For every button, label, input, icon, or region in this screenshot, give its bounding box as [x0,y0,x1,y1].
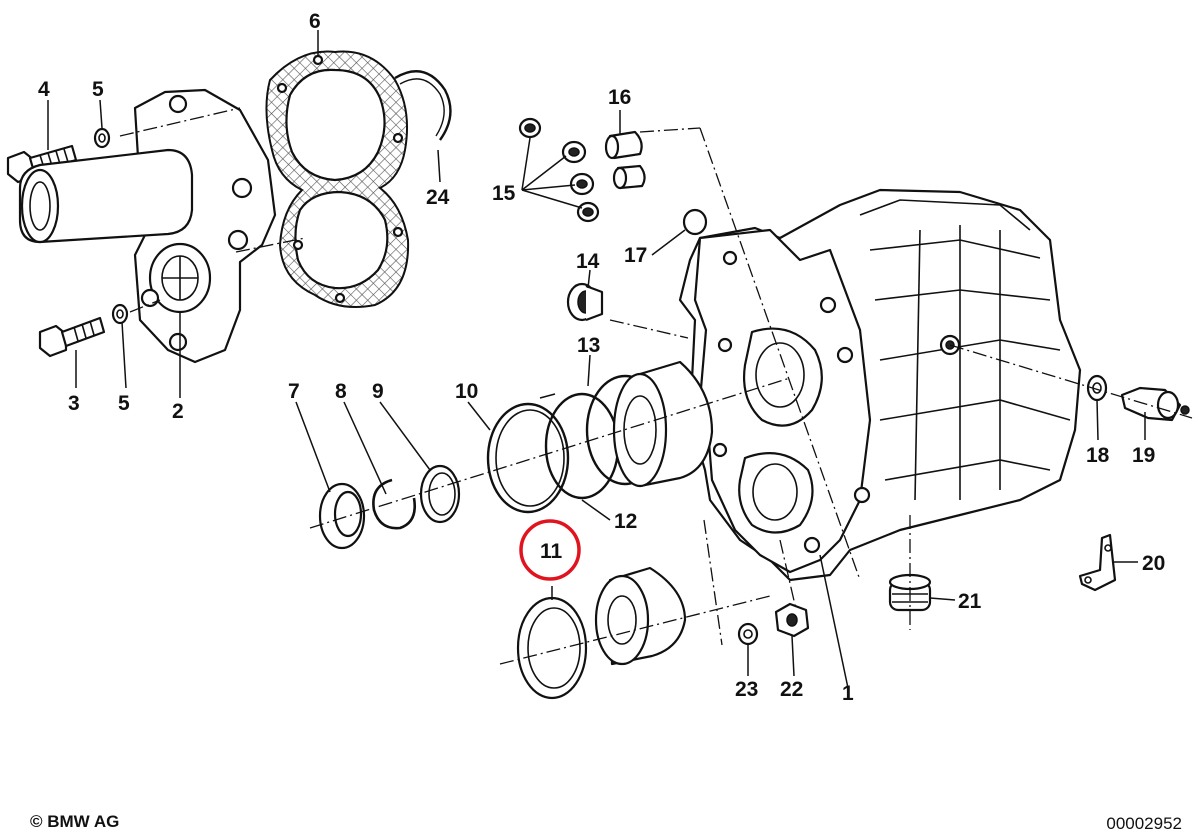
breather-part-14 [566,282,604,322]
gasket-part-6 [265,50,410,308]
cover-housing-part-2 [18,88,277,364]
highlight-circle-part-11 [519,519,581,581]
ball-bearing-lower [594,566,687,666]
label-part-24: 24 [426,186,450,209]
switch-part-19 [1120,386,1190,422]
bracket-part-20 [1078,533,1117,592]
plug-part-17 [682,208,708,236]
label-part-14: 14 [576,250,600,273]
label-part-2: 2 [172,400,184,423]
snap-ring-part-12 [544,392,620,500]
label-part-4: 4 [38,78,50,101]
label-part-6: 6 [309,10,321,33]
label-part-13: 13 [577,334,600,357]
label-part-15: 15 [492,182,516,205]
center-axes [119,107,1193,665]
washer-part-5-upper [93,127,111,149]
label-part-12: 12 [614,510,637,533]
label-part-3: 3 [68,392,80,415]
label-part-11: 11 [540,540,563,563]
bolt-part-3 [38,316,106,358]
label-part-1: 1 [842,682,854,705]
label-part-5-upper: 5 [92,78,104,101]
transmission-housing-part-1 [678,188,1082,582]
bearing-part-13 [585,360,714,488]
label-part-22: 22 [780,678,803,701]
label-part-10: 10 [455,380,478,403]
label-part-8: 8 [335,380,347,403]
leader-lines [47,30,1146,689]
label-part-18: 18 [1086,444,1110,467]
circlip-part-8 [372,478,416,530]
label-part-7: 7 [288,380,300,403]
snap-ring-part-10 [486,393,570,514]
oil-seal-part-7 [318,482,366,550]
diagram-reference-number: 00002952 [1106,814,1182,833]
washer-part-23 [737,622,759,646]
label-part-16: 16 [608,86,631,109]
sleeve-parts-16 [604,130,646,190]
label-part-17: 17 [624,244,647,267]
part-labels: 4 5 6 24 3 5 2 7 8 9 10 13 12 11 14 15 1… [38,10,1165,705]
snap-ring-part-24 [394,70,452,141]
label-part-20: 20 [1142,552,1165,575]
label-part-5-lower: 5 [118,392,130,415]
shim-ring-part-11 [516,596,588,700]
copyright-text: © BMW AG [30,812,120,831]
label-part-21: 21 [958,590,982,613]
ring-part-9 [419,464,461,524]
bushing-parts-15 [518,117,600,223]
label-part-9: 9 [372,380,384,403]
label-part-23: 23 [735,678,758,701]
washer-part-5-lower [111,303,129,325]
label-part-19: 19 [1132,444,1155,467]
nut-part-22 [774,602,810,638]
